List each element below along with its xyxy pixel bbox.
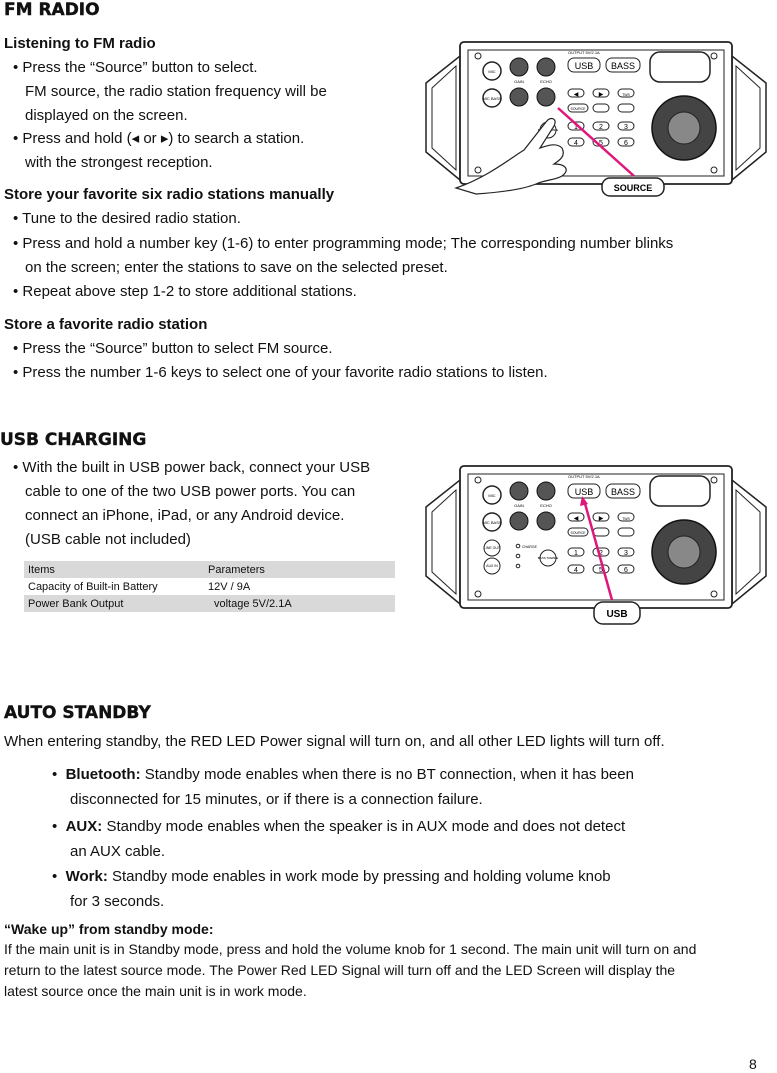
- output-label: OUTPUT 5V/2.1A: [568, 474, 600, 479]
- usb-port-label: USB: [575, 487, 594, 497]
- usb-line: connect an iPhone, iPad, or any Android …: [25, 507, 345, 524]
- mic-bass-label: MIC BASS: [482, 520, 501, 525]
- num-key: 1: [574, 550, 578, 557]
- bullet-dot: •: [52, 818, 66, 835]
- next-label: ▶: [599, 92, 604, 98]
- bullet-text: Standby mode enables when the speaker is…: [106, 818, 626, 835]
- standby-intro: When entering standby, the RED LED Power…: [4, 733, 665, 750]
- bullet-text: for 3 seconds.: [70, 893, 165, 910]
- aux-in-label: AUX IN: [486, 564, 498, 568]
- store-manual-line: on the screen; enter the stations to sav…: [25, 259, 448, 276]
- mic-label: MIC: [488, 69, 495, 74]
- standby-bullet: • Work: Standby mode enables in work mod…: [52, 865, 611, 889]
- bullet-label: Work:: [65, 868, 108, 885]
- num-key: 4: [574, 567, 578, 574]
- num-key: 1: [574, 124, 578, 131]
- listening-title: Listening to FM radio: [4, 35, 156, 52]
- prev-label: ◀: [574, 516, 579, 522]
- bass-label: BASS: [611, 487, 635, 497]
- num-key: 2: [599, 550, 603, 557]
- source-callout: SOURCE: [614, 183, 653, 193]
- listening-line: displayed on the screen.: [25, 107, 188, 124]
- echo-label: ECHO: [540, 79, 552, 84]
- next-label: ▶: [599, 516, 604, 522]
- gain-label: GAIN: [514, 503, 524, 508]
- bass-label: BASS: [611, 61, 635, 71]
- output-label: OUTPUT 5V/2.1A: [568, 50, 600, 55]
- table-cell: voltage 5V/2.1A: [204, 595, 395, 612]
- bullet-text: disconnected for 15 minutes, or if there…: [70, 791, 483, 808]
- bullet-text: Standby mode enables in work mode by pre…: [112, 868, 611, 885]
- listening-line: • Press the “Source” button to select.: [13, 59, 258, 76]
- num-key: 5: [599, 567, 603, 574]
- table-header-cell: Parameters: [204, 561, 395, 578]
- mic-label: MIC: [488, 493, 495, 498]
- usb-line: • With the built in USB power back, conn…: [13, 459, 371, 476]
- speaker-illustration-source: MIC GAIN ECHO MIC BASS OUTPUT 5V/2.1A US…: [425, 41, 767, 197]
- page-number: 8: [749, 1056, 757, 1072]
- store-manual-line: • Press and hold a number key (1-6) to e…: [13, 235, 674, 252]
- table-row: Power Bank Output voltage 5V/2.1A: [24, 595, 395, 612]
- wake-line: If the main unit is in Standby mode, pre…: [4, 941, 697, 957]
- table-header-row: Items Parameters: [24, 561, 395, 578]
- store-fav-line: • Press the “Source” button to select FM…: [13, 340, 333, 357]
- speaker-illustration-usb: MIC GAIN ECHO MIC BASS LINE OUT AUX IN C…: [425, 465, 767, 625]
- standby-bullet: • Bluetooth: Standby mode enables when t…: [52, 763, 634, 787]
- wake-line: return to the latest source mode. The Po…: [4, 962, 676, 978]
- table-cell: 12V / 9A: [208, 580, 251, 593]
- store-manual-line: • Tune to the desired radio station.: [13, 210, 241, 227]
- tws-label: TWS: [622, 93, 630, 97]
- prev-label: ◀: [574, 92, 579, 98]
- bullet-dot: •: [52, 766, 66, 783]
- store-manual-line: • Repeat above step 1-2 to store additio…: [13, 283, 357, 300]
- usb-callout: USB: [606, 609, 627, 620]
- usb-line: (USB cable not included): [25, 531, 191, 548]
- echo-label: ECHO: [540, 503, 552, 508]
- listening-line: with the strongest reception.: [25, 154, 213, 171]
- table-cell: Capacity of Built-in Battery: [28, 580, 158, 593]
- table-header-cell: Items: [24, 561, 204, 578]
- source-key-label: SOURCE: [571, 531, 587, 535]
- wake-line: latest source once the main unit is in w…: [4, 983, 307, 999]
- gain-label: GAIN: [514, 79, 524, 84]
- num-key: 6: [624, 567, 628, 574]
- num-key: 4: [574, 140, 578, 147]
- table-row: Capacity of Built-in Battery 12V / 9A: [24, 578, 395, 595]
- parameters-table: Items Parameters Capacity of Built-in Ba…: [24, 561, 395, 612]
- num-key: 2: [599, 124, 603, 131]
- usb-port-label: USB: [575, 61, 594, 71]
- source-key-label: SOURCE: [571, 107, 587, 111]
- line-out-label: LINE OUT: [484, 546, 501, 550]
- bullet-dot: •: [52, 868, 66, 885]
- num-key: 3: [624, 124, 628, 131]
- num-key: 6: [624, 140, 628, 147]
- mic-bass-label: MIC BASS: [482, 96, 501, 101]
- bullet-label: AUX:: [65, 818, 103, 835]
- bullet-text: Standby mode enables when there is no BT…: [144, 766, 634, 783]
- num-key: 5: [599, 140, 603, 147]
- store-manual-title: Store your favorite six radio stations m…: [4, 186, 335, 203]
- num-key: 3: [624, 550, 628, 557]
- store-fav-title: Store a favorite radio station: [4, 316, 208, 333]
- listening-line: FM source, the radio station frequency w…: [25, 83, 327, 100]
- table-cell: Power Bank Output: [24, 595, 204, 612]
- usb-line: cable to one of the two USB power ports.…: [25, 483, 356, 500]
- listening-line: • Press and hold (◂ or ▸) to search a st…: [13, 130, 305, 147]
- bullet-text: an AUX cable.: [70, 843, 166, 860]
- bullet-label: Bluetooth:: [65, 766, 141, 783]
- store-fav-line: • Press the number 1-6 keys to select on…: [13, 364, 548, 381]
- wake-title: “Wake up” from standby mode:: [4, 921, 214, 937]
- standby-section-title: AUTO STANDBY: [4, 703, 151, 723]
- usb-section-title: USB CHARGING: [0, 430, 147, 450]
- standby-bullet: • AUX: Standby mode enables when the spe…: [52, 815, 625, 839]
- fm-section-title: FM RADIO: [4, 0, 100, 20]
- tws-label: TWS: [622, 517, 630, 521]
- charge-label: CHARGE: [522, 545, 538, 549]
- bass-treble-label: BASS TREBLE: [538, 556, 558, 560]
